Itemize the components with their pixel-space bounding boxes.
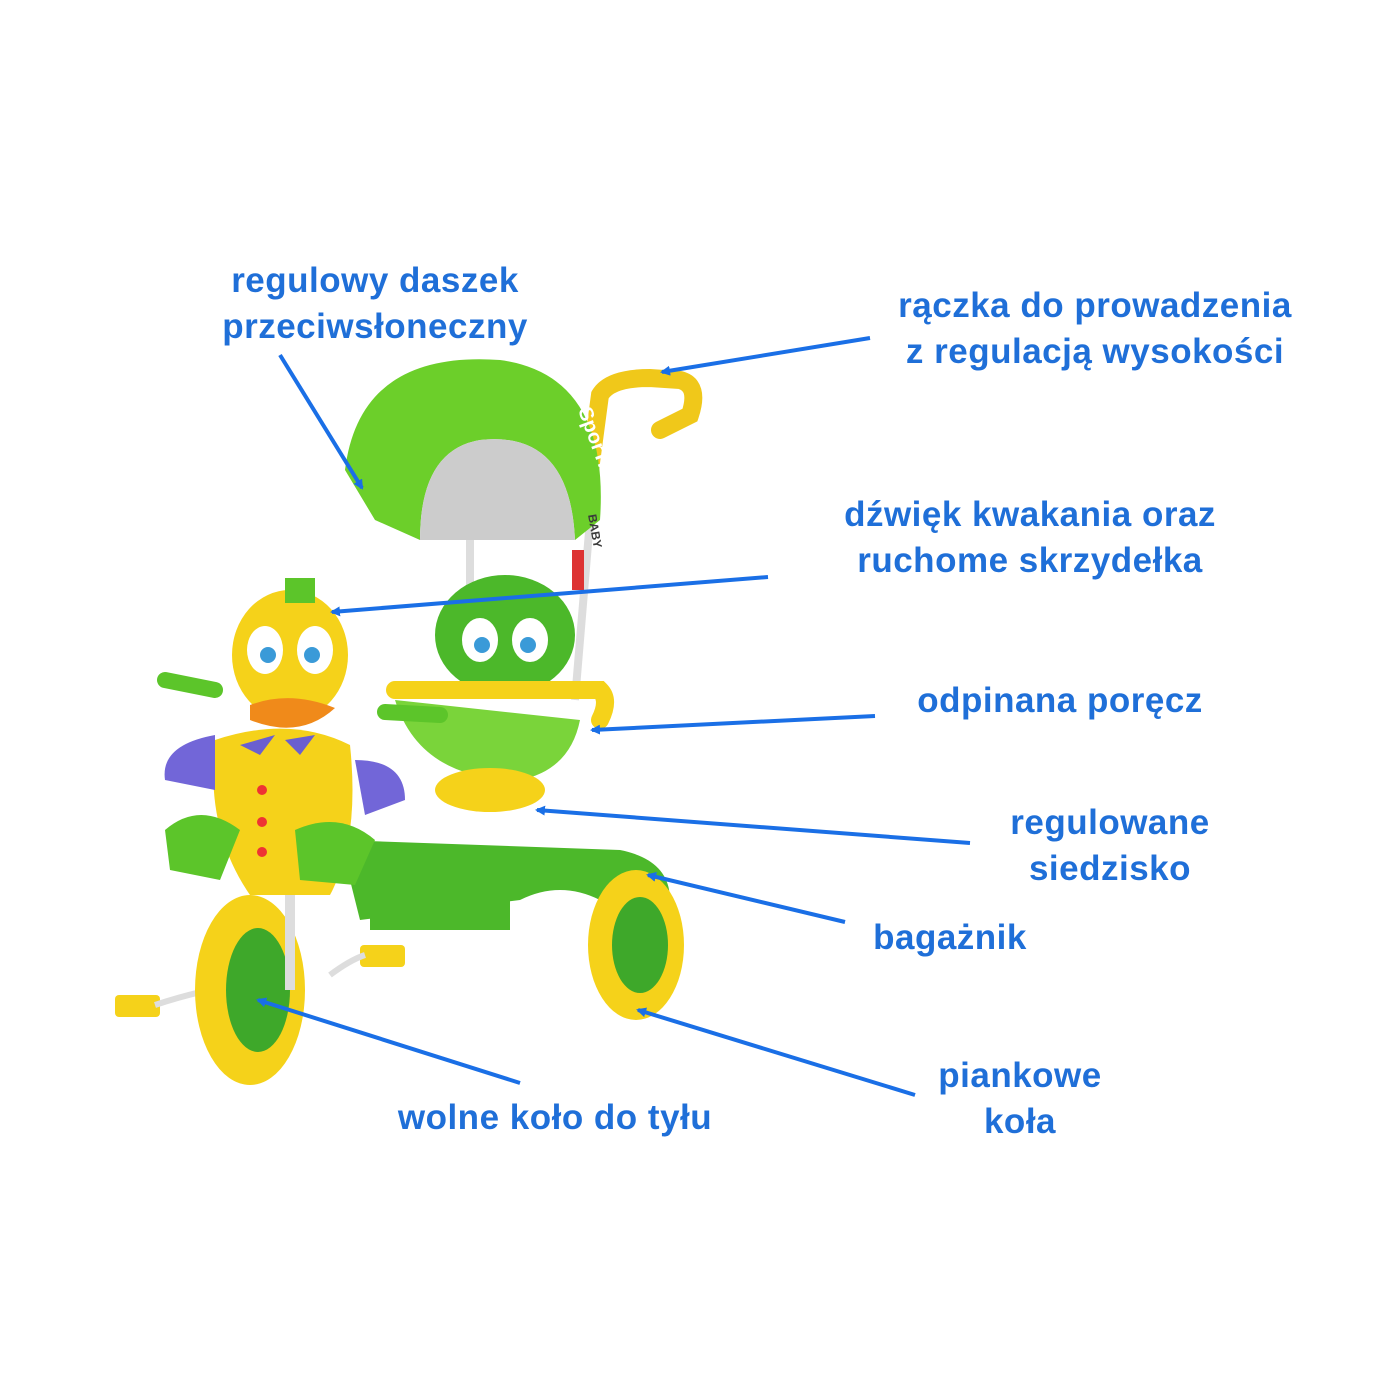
label-line: przeciwsłoneczny xyxy=(222,307,528,346)
push-handle xyxy=(581,368,703,479)
canopy xyxy=(345,359,601,540)
arrow-safety-bar xyxy=(590,714,876,735)
arrow-duck-sound xyxy=(330,575,769,617)
label-line: bagażnik xyxy=(873,918,1027,957)
callout-arrows xyxy=(256,336,971,1097)
label-line: dźwięk kwakania oraz xyxy=(844,495,1216,534)
label-canopy: regulowy daszek przeciwsłoneczny xyxy=(190,258,560,350)
arrow-canopy xyxy=(278,353,364,490)
label-line: wolne koło do tyłu xyxy=(397,1098,713,1137)
arrow-foam-wheels xyxy=(636,1007,916,1097)
label-seat: regulowane siedzisko xyxy=(990,800,1230,892)
arrow-seat xyxy=(535,805,971,845)
arrow-trunk xyxy=(646,871,846,924)
duck-wing-left xyxy=(164,735,215,790)
safety-bar xyxy=(386,681,614,729)
seat-back xyxy=(435,575,575,695)
seat xyxy=(435,768,545,812)
tricycle: SporTrike BABY xyxy=(115,359,703,1085)
label-trunk: bagażnik xyxy=(850,915,1050,961)
brand-sub-text: BABY xyxy=(585,513,605,549)
label-line: regulowane xyxy=(1010,803,1210,842)
label-line: regulowy daszek xyxy=(231,261,519,300)
arrow-push-handle xyxy=(660,336,871,376)
label-push-handle: rączka do prowadzenia z regulacją wysoko… xyxy=(880,283,1310,375)
label-line: rączka do prowadzenia xyxy=(898,286,1292,325)
label-duck-sound: dźwięk kwakania oraz ruchome skrzydełka xyxy=(815,492,1245,584)
duck-head xyxy=(232,590,348,720)
label-line: koła xyxy=(983,1102,1057,1141)
label-line: odpinana poręcz xyxy=(917,681,1203,720)
label-line: ruchome skrzydełka xyxy=(857,541,1203,580)
label-foam-wheels: piankowe koła xyxy=(920,1053,1120,1145)
label-line: siedzisko xyxy=(1028,849,1192,888)
label-line: z regulacją wysokości xyxy=(905,332,1285,371)
canopy-mesh xyxy=(420,439,575,540)
duck-wing-right xyxy=(355,760,405,815)
label-line: piankowe xyxy=(938,1056,1102,1095)
label-safety-bar: odpinana poręcz xyxy=(880,678,1240,724)
arrow-freewheel xyxy=(256,997,521,1085)
label-freewheel: wolne koło do tyłu xyxy=(370,1095,740,1141)
